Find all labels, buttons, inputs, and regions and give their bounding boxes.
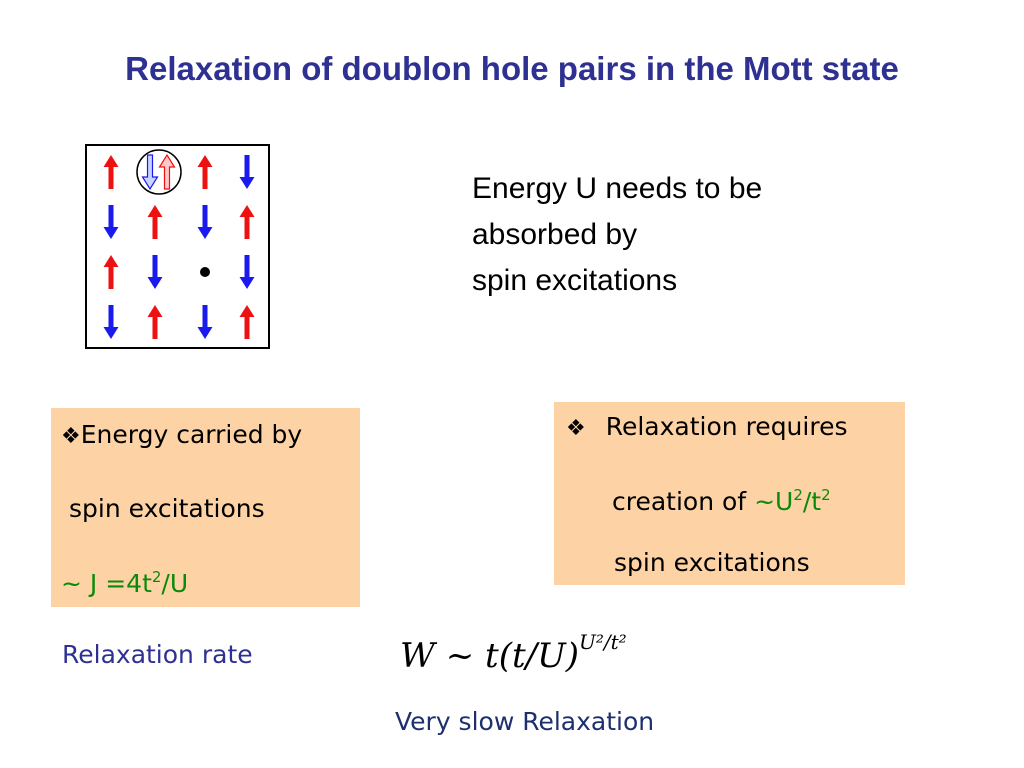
spin-down-arrow-icon — [239, 255, 255, 289]
doublon-down-arrow-icon — [141, 154, 159, 191]
spin-excitations-line: spin excitations — [69, 494, 265, 523]
bullet-diamond-icon: ❖ — [566, 416, 586, 441]
spin-up-arrow-icon — [147, 305, 163, 339]
relaxation-rate-formula: W ~ t(t/U)U²/t² — [400, 630, 627, 676]
u-sup: 2 — [793, 486, 803, 504]
relaxation-requires-text: Relaxation requires — [605, 412, 848, 441]
spin-up-arrow-icon — [197, 155, 213, 189]
t-sup: 2 — [821, 486, 831, 504]
spin-down-arrow-icon — [147, 255, 163, 289]
j-value-prefix: ~ J =4t — [61, 569, 152, 598]
spin-lattice-diagram — [85, 144, 270, 349]
energy-carried-line: ❖Energy carried by — [61, 420, 302, 449]
spin-down-arrow-icon — [103, 305, 119, 339]
spin-up-arrow-icon — [103, 255, 119, 289]
j-value-sup: 2 — [151, 568, 162, 586]
spin-lattice-svg — [103, 149, 255, 339]
spin-up-arrow-icon — [239, 205, 255, 239]
spin-up-arrow-icon — [147, 205, 163, 239]
formula-exponent: U²/t² — [579, 630, 627, 654]
energy-line-3: spin excitations — [472, 264, 678, 297]
j-value-suffix: /U — [161, 569, 189, 598]
t-highlight: /t — [802, 487, 822, 516]
spin-excitations-line-right: spin excitations — [614, 548, 810, 577]
energy-line-1: Energy U needs to be — [472, 172, 763, 205]
slide-title: Relaxation of doublon hole pairs in the … — [125, 50, 899, 87]
spin-up-arrow-icon — [103, 155, 119, 189]
energy-carried-box: ❖Energy carried by spin excitations ~ J … — [51, 408, 360, 607]
very-slow-relaxation-label: Very slow Relaxation — [395, 707, 655, 736]
bullet-diamond-icon: ❖ — [61, 424, 81, 449]
formula-main: W ~ t(t/U) — [400, 636, 580, 676]
spin-down-arrow-icon — [103, 205, 119, 239]
spin-down-arrow-icon — [197, 305, 213, 339]
spin-down-arrow-icon — [239, 155, 255, 189]
relaxation-rate-label: Relaxation rate — [62, 640, 253, 669]
relaxation-requires-box: ❖Relaxation requires creation of ~U2/t2 … — [554, 402, 905, 585]
creation-of-text: creation of — [612, 487, 755, 516]
relaxation-requires-line: ❖ Relaxation requires — [566, 412, 847, 441]
hole-dot-icon — [200, 267, 210, 277]
creation-of-line: creation of ~U2/t2 — [612, 486, 831, 516]
j-value-line: ~ J =4t2/U — [61, 568, 188, 598]
doublon-up-arrow-icon — [158, 153, 176, 190]
energy-line-2: absorbed by — [472, 218, 638, 251]
spin-down-arrow-icon — [197, 205, 213, 239]
doublon-circle-icon — [136, 149, 182, 195]
spin-up-arrow-icon — [239, 305, 255, 339]
energy-carried-text: Energy carried by — [80, 420, 303, 449]
u-highlight: ~U — [754, 487, 794, 516]
energy-statement: Energy U needs to be absorbed by spin ex… — [472, 166, 762, 304]
